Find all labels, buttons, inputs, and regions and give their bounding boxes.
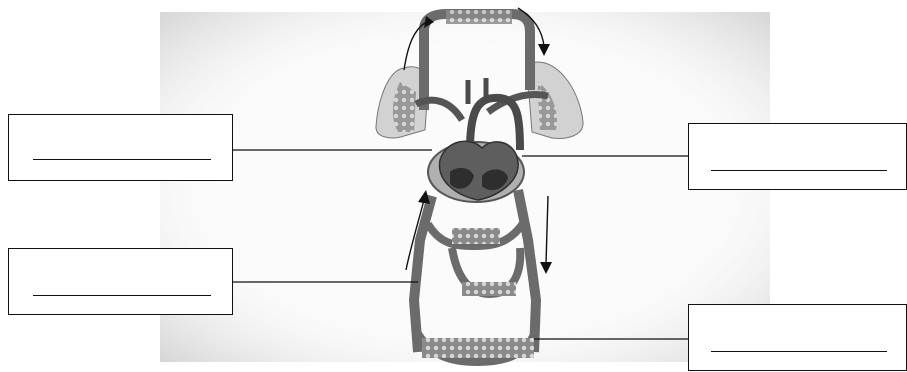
answer-line-upper-left — [33, 159, 211, 160]
answer-line-lower-right — [711, 351, 887, 352]
label-box-upper-left[interactable] — [8, 114, 233, 181]
upper-capillary-bed — [446, 10, 512, 24]
label-box-upper-right[interactable] — [688, 123, 907, 190]
answer-line-lower-left — [33, 295, 211, 296]
capillary-bed-2 — [462, 282, 516, 296]
capillary-bed-3 — [422, 338, 534, 358]
answer-line-upper-right — [711, 170, 887, 171]
capillary-bed-1 — [452, 228, 500, 244]
label-box-lower-left[interactable] — [8, 248, 233, 315]
label-box-lower-right[interactable] — [688, 304, 907, 371]
